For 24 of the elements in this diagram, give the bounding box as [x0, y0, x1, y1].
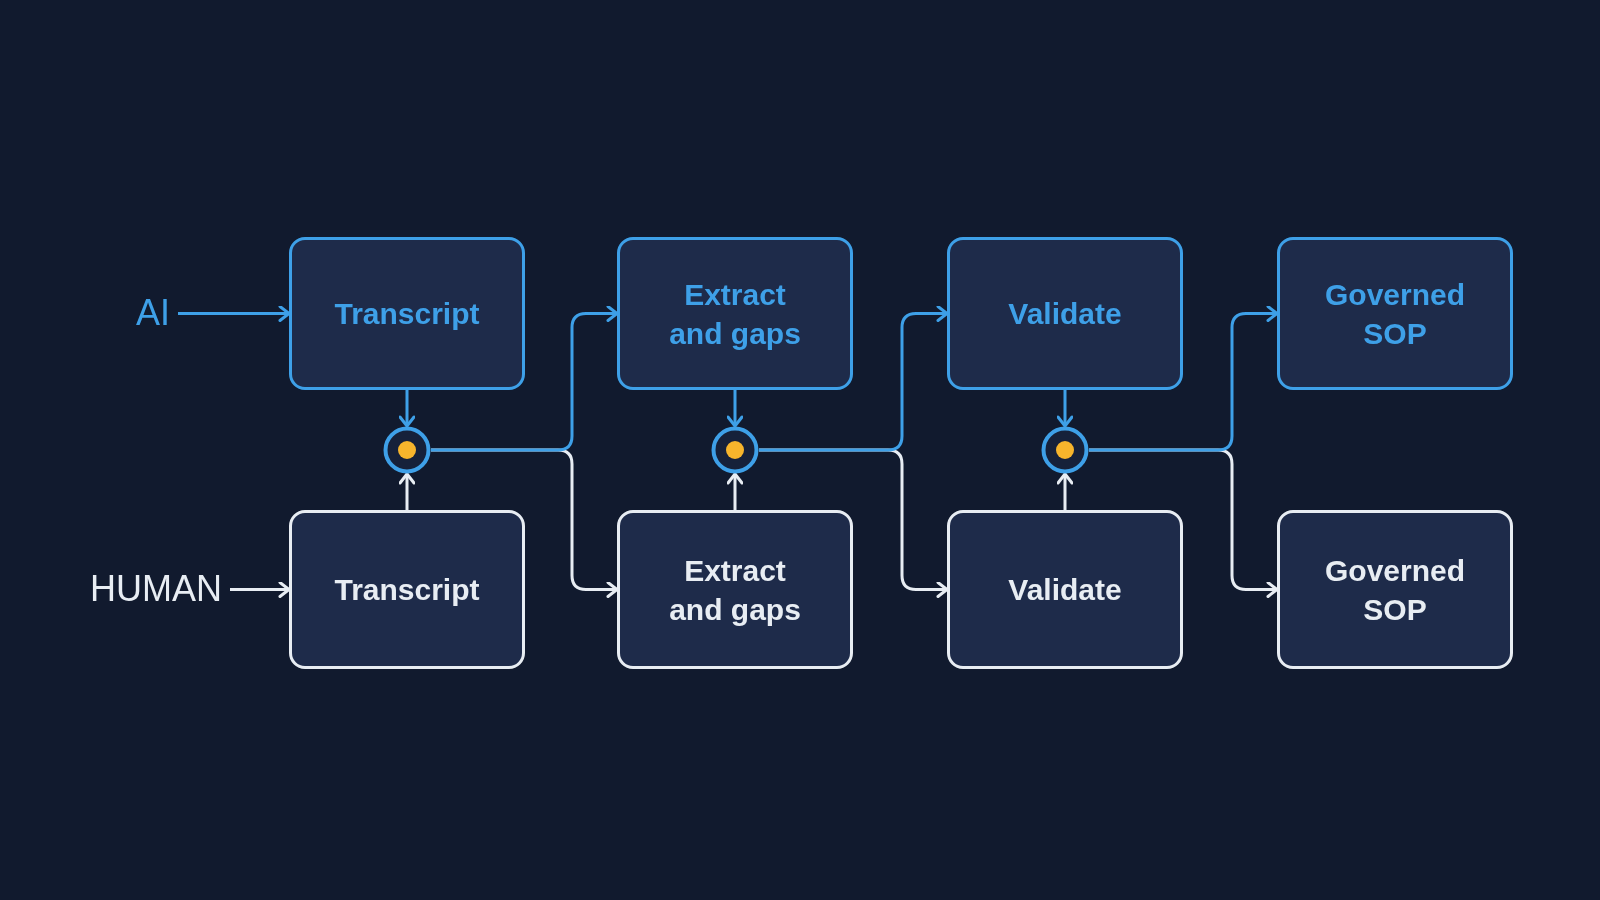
process-box: Governed SOP — [1277, 237, 1513, 390]
arrow — [1056, 390, 1074, 428]
process-box: Governed SOP — [1277, 510, 1513, 669]
process-box: Validate — [947, 237, 1183, 390]
junction-node — [383, 426, 431, 474]
lane-label: AI — [100, 290, 170, 336]
arrow — [726, 390, 744, 428]
arrow — [178, 305, 291, 322]
arrow — [759, 305, 949, 452]
process-box: Extract and gaps — [617, 510, 853, 669]
arrow — [398, 390, 416, 428]
arrow — [398, 472, 416, 510]
arrow — [431, 305, 619, 452]
junction-node — [1041, 426, 1089, 474]
junction-node — [711, 426, 759, 474]
process-box: Extract and gaps — [617, 237, 853, 390]
lane-label: HUMAN — [40, 566, 222, 612]
arrow — [230, 581, 291, 598]
arrow — [1056, 472, 1074, 510]
process-box: Transcript — [289, 510, 525, 669]
arrow — [726, 472, 744, 510]
arrow — [1089, 305, 1279, 452]
process-box: Validate — [947, 510, 1183, 669]
process-box: Transcript — [289, 237, 525, 390]
